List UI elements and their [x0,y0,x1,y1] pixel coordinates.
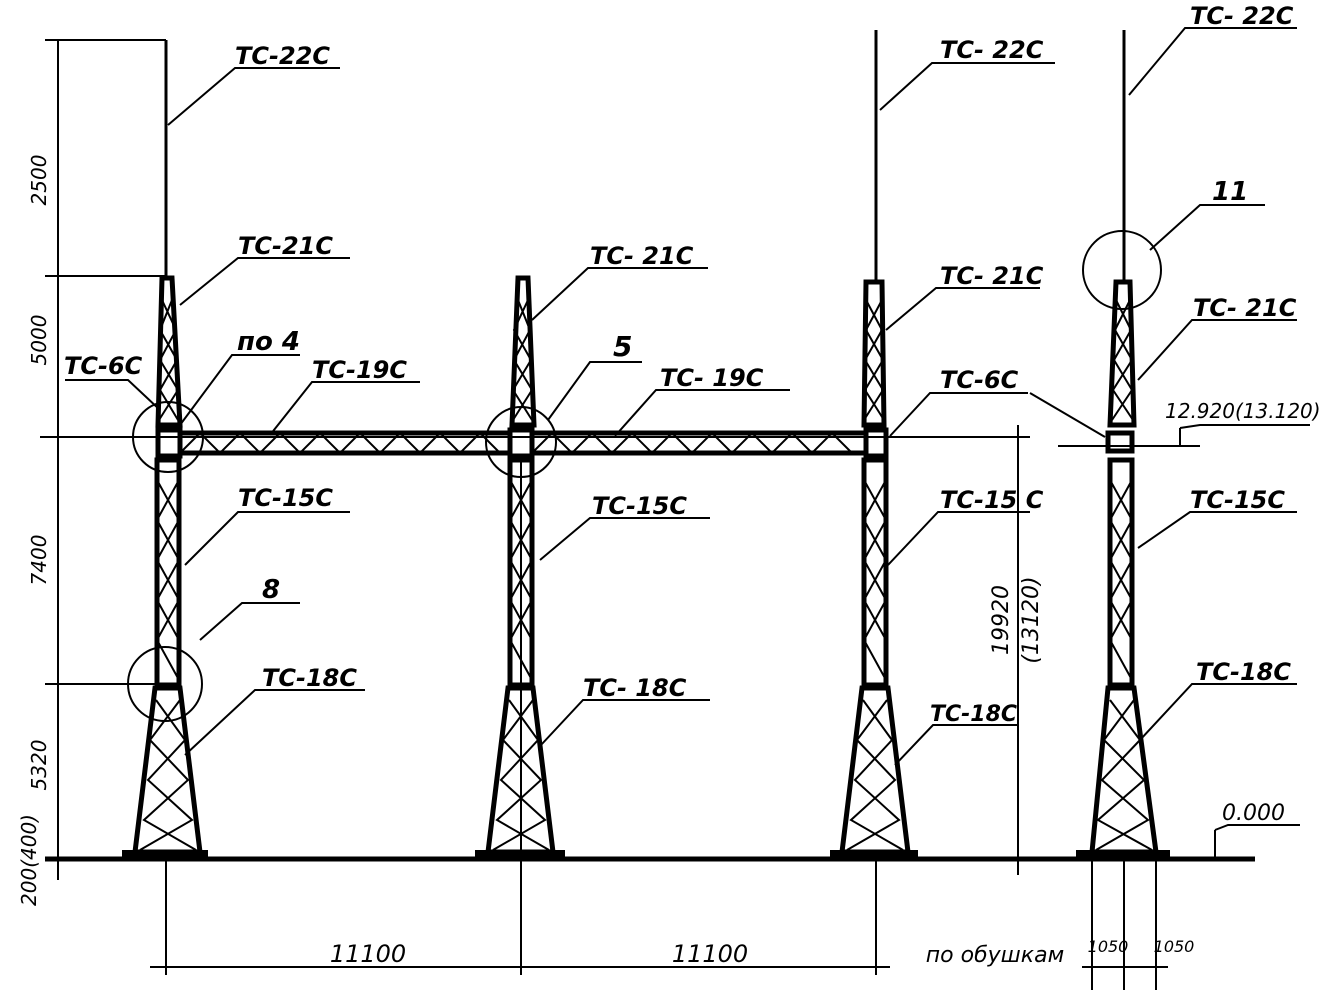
leader-lines [65,27,1310,831]
label-base-t3: TC-18C [930,702,1017,727]
label-base-t4: TC-18C [1196,658,1291,686]
dim-note: по обушкам [926,943,1064,968]
dim-height-total: 19920 [989,585,1014,655]
label-middle-t3: TC-15 C [940,486,1044,514]
connector-node-3 [863,427,889,459]
label-node-8: 8 [262,575,280,605]
label-node-5: 5 [613,330,632,363]
dim-7400: 7400 [27,535,51,586]
label-beam-2: TC- 19C [660,364,764,392]
label-node-4: по 4 [237,327,300,357]
label-base-t2: TC- 18C [583,674,687,702]
label-beam-1: TC-19C [312,356,407,384]
tower-1 [122,40,208,860]
label-upper-t2: TC- 21C [590,242,694,270]
dimension-lines [40,39,1216,990]
dim-height-alt: (13120) [1019,576,1044,663]
label-node-11: 11 [1212,177,1248,207]
dim-span-1: 11100 [330,940,406,968]
label-mast-t4: TC- 22C [1190,2,1294,30]
label-mast-t1: TC-22C [235,42,330,70]
dim-1050-a: 1050 [1088,937,1129,956]
dim-1050-b: 1050 [1154,937,1195,956]
label-connector-t3: TC-6C [940,366,1019,394]
label-upper-t4: TC- 21C [1193,294,1297,322]
label-middle-t2: TC-15C [592,492,687,520]
dim-5320: 5320 [27,740,51,791]
label-upper-t3: TC- 21C [940,262,1044,290]
node-circle-11 [1082,230,1162,310]
label-base-t1: TC-18C [262,664,357,692]
label-connector-t1: TC-6C [64,352,143,380]
tower-3 [830,30,918,860]
tower-4 [1076,30,1170,860]
label-middle-t1: TC-15C [238,484,333,512]
label-middle-t4: TC-15C [1190,486,1285,514]
dim-200: 200(400) [17,814,41,906]
dim-span-2: 11100 [672,940,748,968]
connector-node-1 [155,427,183,459]
label-mast-t3: TC- 22C [940,36,1044,64]
elevation-beam: 12.920(13.120) [1165,399,1321,423]
dim-2500: 2500 [27,155,51,206]
elevation-ground: 0.000 [1222,801,1285,826]
connector-node-2 [507,427,535,459]
label-upper-t1: TC-21C [238,232,333,260]
dim-5000: 5000 [27,315,51,366]
